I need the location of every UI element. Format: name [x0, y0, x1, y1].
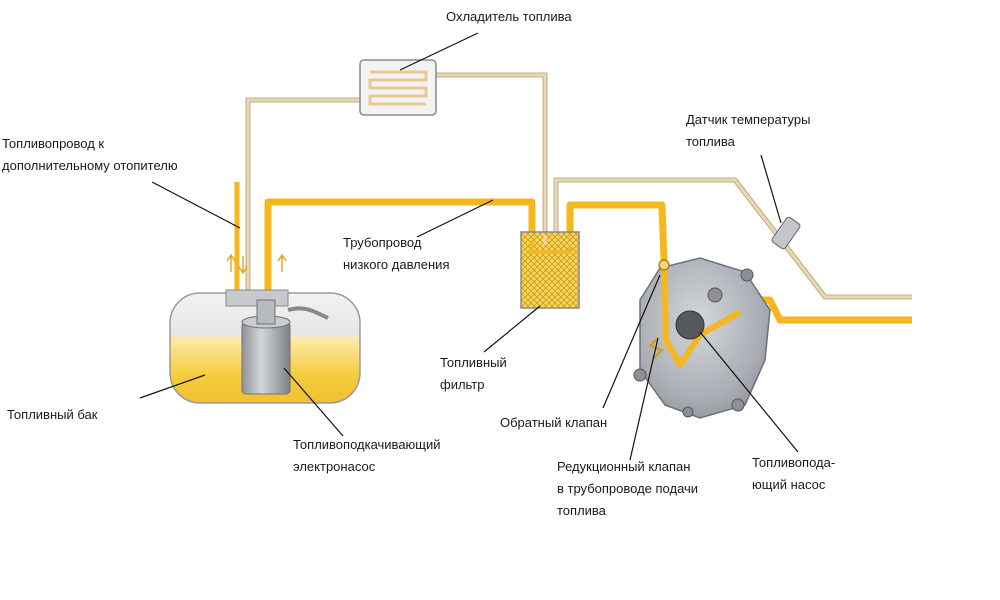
label-supply-pump: Топливопода- ющий насос — [752, 455, 836, 492]
temperature-sensor — [771, 216, 801, 250]
leader-heater-line — [151, 181, 241, 229]
label-low-pressure: Трубопровод низкого давления — [343, 235, 450, 272]
leader-fuel-tank — [139, 374, 206, 399]
fuel-cooler — [359, 59, 437, 116]
supply-pump — [633, 257, 771, 419]
label-check-valve: Обратный клапан — [500, 415, 608, 430]
leader-cooler — [399, 32, 479, 71]
label-fuel-filter: Топливный фильтр — [440, 355, 507, 392]
return-line-cooler — [246, 98, 360, 300]
label-reduction-valve: Редукционный клапан в трубопроводе подач… — [557, 459, 699, 518]
leader-fuel-filter — [483, 305, 541, 353]
leader-check-valve — [602, 274, 661, 409]
fuel-filter — [520, 231, 580, 309]
label-fuel-tank: Топливный бак — [7, 407, 98, 422]
leader-electric-pump — [283, 367, 344, 437]
electric-pump — [241, 299, 291, 395]
flow-arrows — [226, 253, 287, 275]
low-pressure-filter-out — [566, 201, 668, 261]
label-heater-line: Топливопровод к дополнительному отопител… — [2, 136, 178, 173]
leader-reduction-valve — [629, 337, 659, 461]
return-lines — [246, 73, 912, 300]
leader-low-pressure — [416, 199, 494, 238]
leader-temp-sensor — [760, 154, 782, 224]
leader-lines — [139, 32, 799, 461]
return-line-sensor — [554, 178, 912, 299]
low-pressure-main — [264, 198, 536, 300]
label-electric-pump: Топливоподкачивающий электронасос — [293, 437, 441, 474]
return-line-cooler-out — [436, 73, 547, 235]
label-cooler: Охладитель топлива — [446, 9, 572, 24]
label-temp-sensor: Датчик температуры топлива — [686, 112, 811, 149]
leader-supply-pump — [699, 331, 799, 453]
